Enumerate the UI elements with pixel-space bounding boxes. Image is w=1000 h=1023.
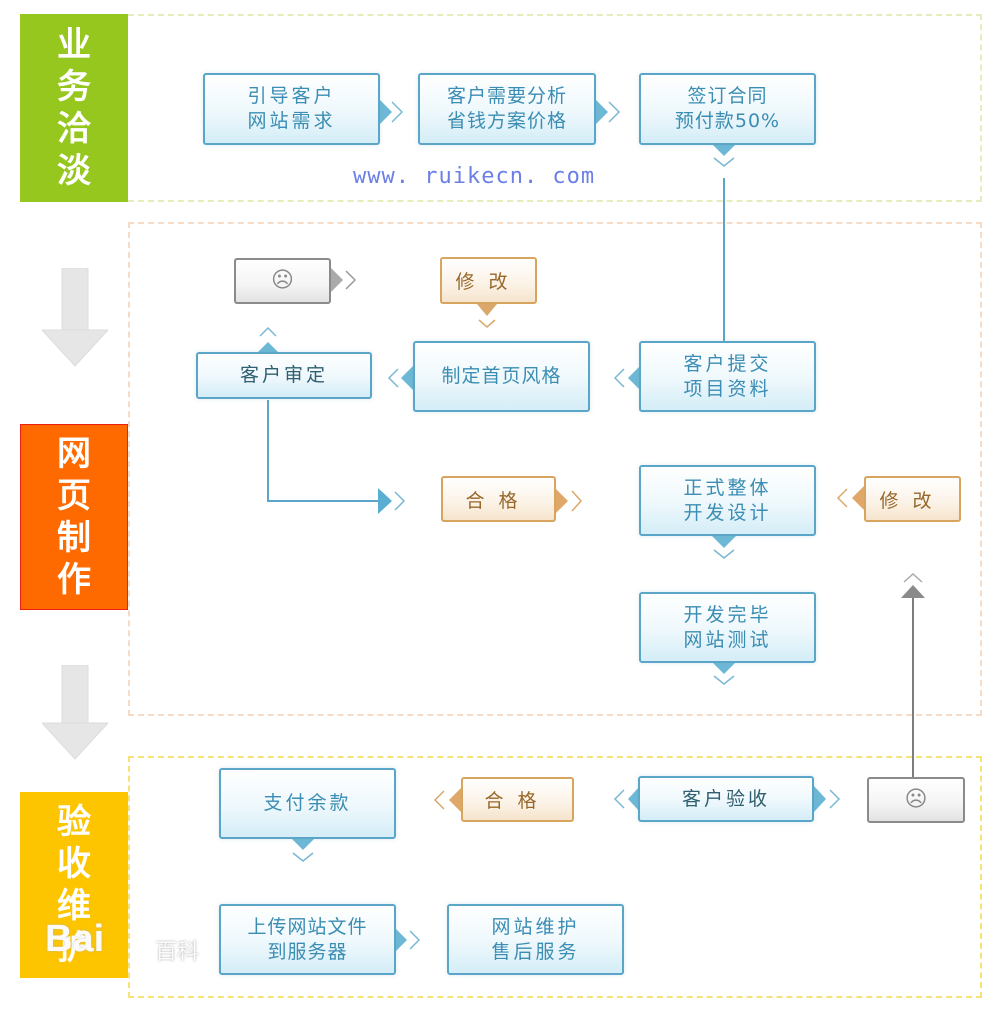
node-text: 客户需要分析 [446, 85, 567, 107]
baidu-watermark: Bai [45, 918, 105, 960]
stage-char: 制 [57, 518, 91, 558]
node-guide-client: 引导客户 网站需求 [203, 73, 380, 145]
stage-char: 淡 [57, 151, 91, 191]
sad-face-icon: ☹ [904, 787, 928, 812]
node-maintenance: 网站维护 售后服务 [447, 904, 624, 975]
stage-char: 洽 [57, 109, 91, 149]
node-text: 支付余款 [263, 792, 352, 814]
node-text: 网站维护 [491, 915, 580, 938]
node-text: 预付款50% [674, 110, 781, 132]
stage-business-label: 业 务 洽 淡 [20, 14, 128, 202]
label-qualified-2: 合格 [461, 777, 574, 822]
node-pay-balance: 支付余款 [219, 768, 396, 839]
node-client-review: 客户审定 [196, 352, 372, 399]
node-contract: 签订合同 预付款50% [639, 73, 816, 145]
node-text: 到服务器 [267, 940, 348, 963]
stage-char: 收 [57, 844, 91, 884]
node-text: 客户提交 [683, 352, 772, 375]
node-text: 网站需求 [247, 110, 336, 132]
node-text: 开发完毕 [683, 603, 772, 626]
stage-char: 验 [57, 802, 91, 842]
node-client-accept: 客户验收 [638, 776, 814, 822]
stage-down-arrow-icon [42, 268, 108, 367]
node-analysis: 客户需要分析 省钱方案价格 [418, 73, 596, 145]
node-text: 签订合同 [687, 85, 768, 107]
stage-down-arrow-icon [42, 665, 108, 760]
node-text: 客户验收 [681, 787, 770, 810]
label-text: 合格 [465, 489, 532, 512]
production-region [128, 222, 982, 716]
label-text: 修改 [879, 489, 946, 512]
label-revise-2: 修改 [864, 476, 961, 522]
stage-char: 网 [57, 434, 91, 474]
node-text: 开发设计 [683, 501, 772, 524]
business-region [128, 14, 982, 202]
node-text: 引导客户 [247, 85, 336, 107]
label-text: 合格 [484, 790, 551, 812]
node-upload-files: 上传网站文件 到服务器 [219, 904, 396, 975]
node-text: 客户审定 [239, 364, 328, 386]
stage-char: 页 [57, 476, 91, 516]
node-text: 项目资料 [683, 377, 772, 400]
node-client-submit: 客户提交 项目资料 [639, 341, 816, 412]
node-text: 网站测试 [683, 628, 772, 651]
rejected-sad-face-2: ☹ [867, 777, 965, 823]
label-revise-1: 修改 [440, 257, 537, 304]
label-qualified-1: 合格 [441, 476, 556, 522]
node-text: 制定首页风格 [441, 365, 562, 387]
watermark-url: www. ruikecn. com [353, 164, 596, 189]
node-formal-dev: 正式整体 开发设计 [639, 465, 816, 536]
stage-char: 维 [57, 886, 91, 926]
stage-acceptance-label: 验 收 维 护 [20, 792, 128, 978]
baidu-watermark-sub: 百科 [155, 940, 200, 965]
stage-production-label: 网 页 制 作 [20, 424, 128, 610]
node-text: 省钱方案价格 [446, 110, 567, 132]
stage-char: 务 [57, 67, 91, 107]
label-text: 修改 [455, 271, 522, 293]
stage-char: 护 [57, 928, 91, 968]
rejected-sad-face-1: ☹ [234, 258, 331, 304]
node-text: 正式整体 [683, 476, 772, 499]
node-homepage-style: 制定首页风格 [413, 341, 590, 412]
node-dev-done: 开发完毕 网站测试 [639, 592, 816, 663]
node-text: 售后服务 [491, 940, 580, 963]
sad-face-icon: ☹ [271, 268, 294, 293]
stage-char: 业 [57, 25, 91, 65]
stage-char: 作 [57, 560, 91, 600]
node-text: 上传网站文件 [247, 915, 368, 938]
acceptance-region [128, 756, 982, 998]
